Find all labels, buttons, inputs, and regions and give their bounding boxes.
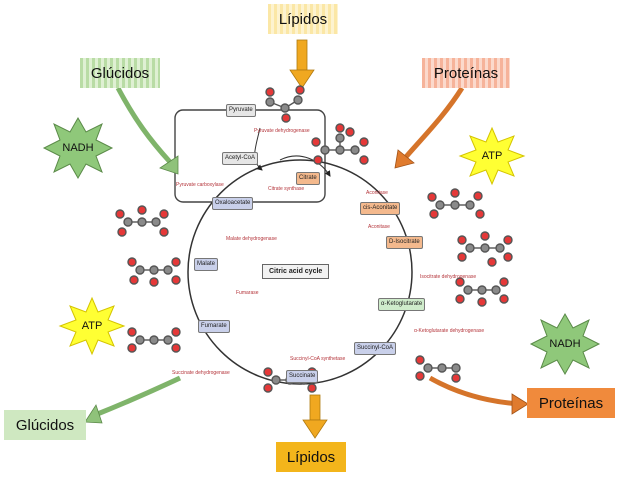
enzyme-sdh: Succinate dehydrogenase [172,370,230,376]
arrow-lipidos-bottom [302,394,328,439]
arrow-lipidos-top [289,39,315,89]
molecule-succinyl-coa [415,355,461,383]
node-cis-aconitate: cis-Aconitate [360,202,401,215]
enzyme-mdh: Malate dehydrogenase [226,236,277,242]
arrow-proteinas-bottom [428,375,529,415]
arrow-proteinas-top [394,86,465,169]
label-lipidos-bottom: Lípidos [276,442,346,472]
label-nadh-right: NADH [549,338,581,350]
enzyme-pc: Pyruvate carboxylase [176,182,224,188]
enzyme-aconitase-2: Aconitase [368,224,390,230]
molecule-citrate [311,123,369,165]
atp-star-right [458,126,526,186]
node-isocitrate: D-Isocitrate [386,236,423,249]
molecule-isocitrate [457,231,513,267]
label-nadh-top: NADH [62,142,94,154]
enzyme-akgdh: α-Ketoglutarate dehydrogenase [414,328,485,334]
label-proteinas-bottom: Proteínas [527,388,615,418]
cycle-ring [187,159,413,385]
enzyme-pdh: Pyruvate dehydrogenase [254,128,310,134]
node-oxaloacetate: Oxaloacetate [212,197,254,210]
node-malate: Malate [194,258,219,271]
label-atp-right: ATP [481,150,503,162]
enzyme-citrate-synthase: Citrate synthase [268,186,305,192]
enzyme-fumarase: Fumarase [236,290,259,296]
label-glucidos-top: Glúcidos [80,58,160,88]
node-fumarate: Fumarate [198,320,230,333]
nadh-star-right [529,312,601,376]
enzyme-idh: Isocitrate dehydrogenase [420,274,477,280]
node-alpha-kg: α-Ketoglutarate [378,298,426,311]
atp-star-left [58,296,126,356]
molecule-oxaloacetate [115,205,169,237]
label-lipidos-top: Lípidos [268,4,338,34]
molecule-akg [455,277,509,307]
molecule-fumarate [127,327,181,353]
enzyme-scs: Succinyl-CoA synthetase [290,356,346,362]
label-glucidos-bottom: Glúcidos [4,410,86,440]
node-succinyl-coa: Succinyl-CoA [354,342,397,355]
node-acetyl-coa: Acetyl-CoA [222,152,259,165]
molecule-malate [127,257,181,287]
node-citrate: Citrate [296,172,320,185]
arrow-glucidos-top [115,86,179,175]
label-proteinas-top: Proteínas [422,58,510,88]
cycle-center-label: Citric acid cycle [262,264,330,279]
label-atp-left: ATP [81,320,103,332]
node-pyruvate: Pyruvate [226,104,256,117]
molecule-pyruvate-top [265,85,305,123]
node-succinate: Succinate [286,370,319,383]
molecule-cis-aconitate [427,188,485,219]
connector-acetyl-citrate [279,155,331,177]
arrow-glucidos-bottom [84,375,182,424]
enzyme-aconitase-1: Aconitase [366,190,388,196]
nadh-star-top [42,116,114,180]
